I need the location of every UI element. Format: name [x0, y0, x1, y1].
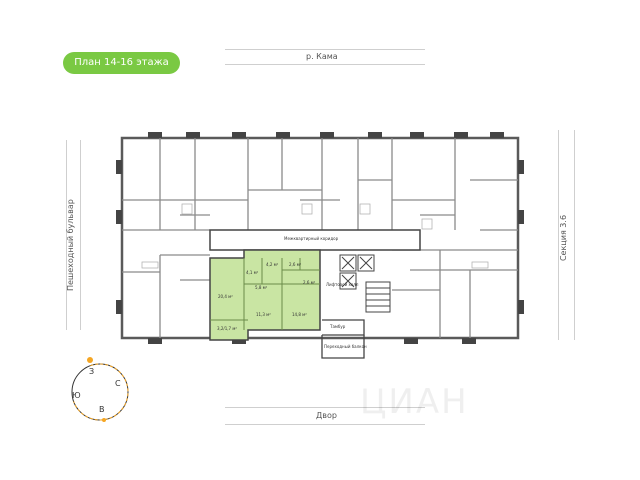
vestibule	[321, 319, 365, 359]
corridor	[209, 229, 421, 251]
floor-plan-badge: План 14-16 этажа	[63, 52, 180, 74]
compass-w: Ю	[72, 391, 81, 400]
vestibule-label: Тамбур	[329, 324, 346, 329]
room-area-bath-1: 4,2 м²	[266, 262, 279, 267]
room-area-loggia: 3,2/1,7 м²	[217, 326, 237, 331]
room-area-bath-2: 2,6 м²	[289, 262, 302, 267]
right-line-2	[574, 130, 575, 340]
highlighted-apartment	[209, 249, 321, 341]
yard-label: Двор	[316, 411, 337, 420]
facade-columns	[116, 132, 524, 344]
compass-s: В	[99, 405, 105, 414]
top-street-line-2	[225, 64, 425, 65]
sun-icon	[87, 357, 93, 363]
room-area-hall: 5,8 м²	[255, 285, 268, 290]
watermark: ЦИАН	[360, 382, 469, 422]
room-area-living: 20,4 м²	[218, 294, 233, 299]
elevator-core	[339, 254, 391, 313]
compass-e: С	[115, 379, 121, 388]
room-area-storage: 2,6 м²	[303, 280, 316, 285]
left-line-2	[80, 140, 81, 330]
room-area-bedroom-2: 14,8 м²	[292, 312, 307, 317]
interior-walls	[122, 138, 518, 338]
compass: З С В Ю	[71, 357, 129, 422]
room-area-bedroom-1: 11,3 м²	[256, 312, 271, 317]
compass-n: З	[89, 367, 94, 376]
river-label: р. Кама	[306, 52, 338, 61]
elevator-hall-label: Лифтовой холл	[326, 282, 359, 287]
left-line	[66, 140, 67, 330]
fixtures	[141, 203, 489, 269]
room-area-wardrobe: 4,1 м²	[246, 270, 259, 275]
top-street-line	[225, 49, 425, 50]
bottom-line	[225, 407, 425, 408]
building-outline	[120, 136, 520, 340]
corridor-label: Межквартирный коридор	[284, 236, 339, 241]
right-line	[558, 130, 559, 340]
bottom-line-2	[225, 424, 425, 425]
balcony-label: Переходный балкон	[324, 344, 367, 349]
